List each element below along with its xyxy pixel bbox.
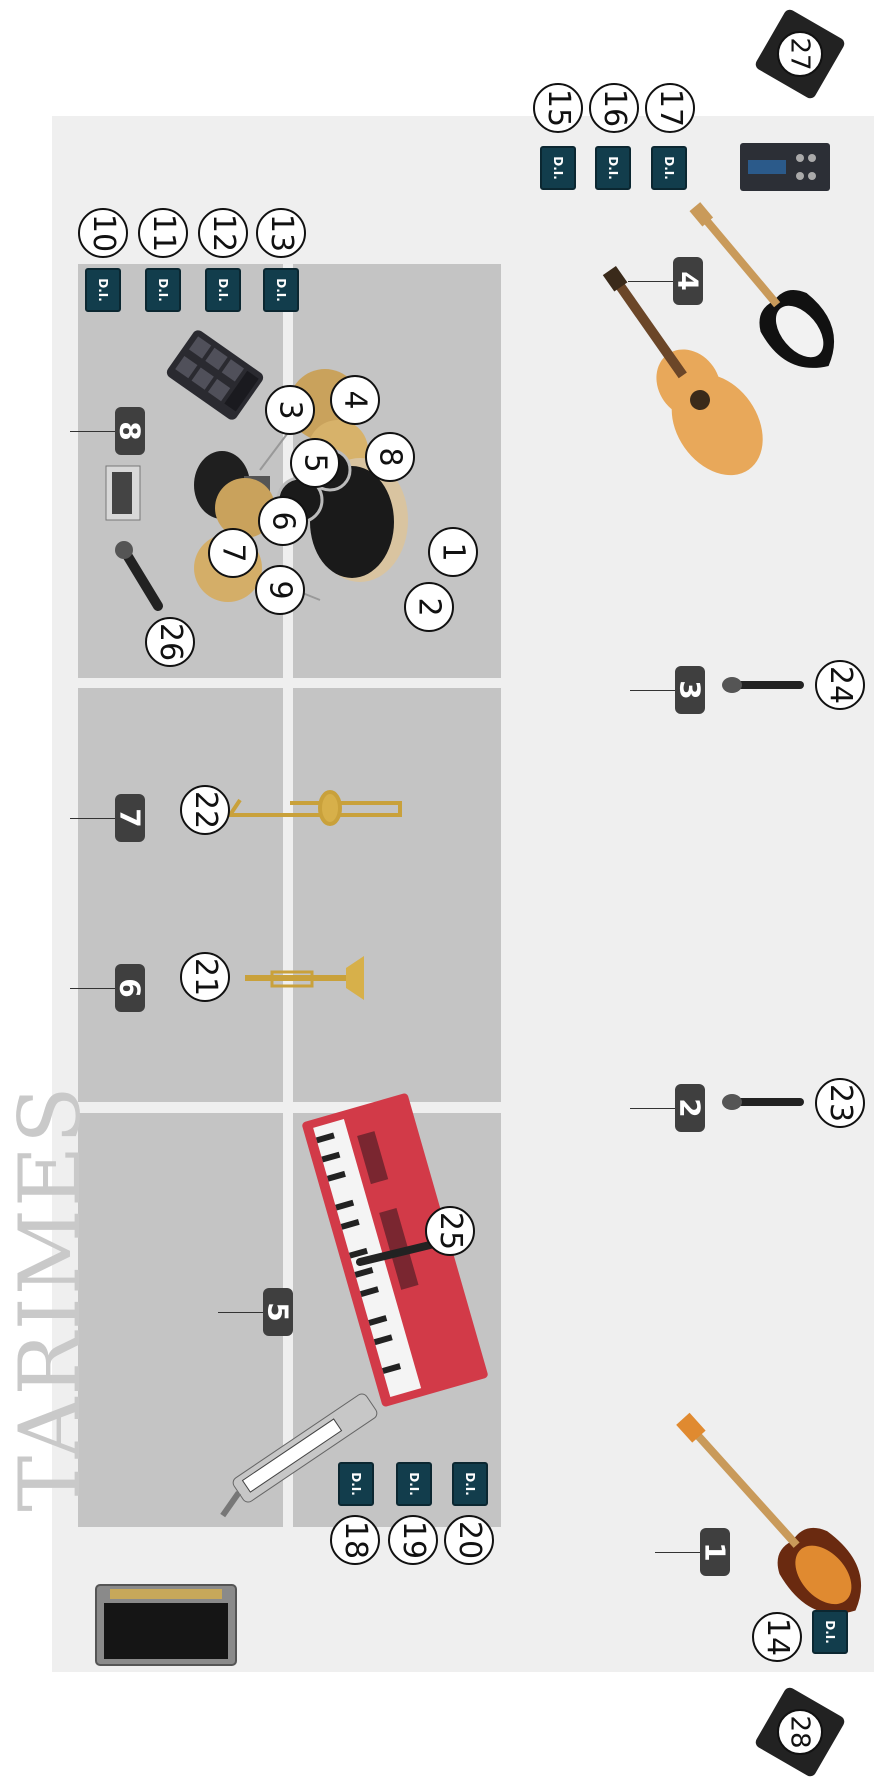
iem-pack-3: 3 (675, 666, 705, 714)
handheld-mic-icon (115, 541, 158, 606)
input-18: 18 (330, 1515, 380, 1565)
input-6: 6 (258, 496, 308, 546)
input-14: 14 (752, 1612, 802, 1662)
input-24: 24 (815, 660, 865, 710)
input-25: 25 (425, 1206, 475, 1256)
input-11: 11 (138, 208, 188, 258)
di-box-18: D.I. (338, 1462, 374, 1506)
input-16: 16 (589, 83, 639, 133)
iem-pack-2: 2 (675, 1084, 705, 1132)
di-box-12: D.I. (205, 268, 241, 312)
input-9: 9 (255, 565, 305, 615)
iem-pack-7: 7 (115, 794, 145, 842)
laptop-icon (106, 466, 140, 520)
di-box-19: D.I. (396, 1462, 432, 1506)
input-17: 17 (645, 83, 695, 133)
input-1: 1 (428, 527, 478, 577)
input-23: 23 (815, 1078, 865, 1128)
input-8: 8 (365, 432, 415, 482)
input-10: 10 (78, 208, 128, 258)
road-case-icon (96, 1585, 236, 1665)
input-13: 13 (256, 208, 306, 258)
input-5: 5 (290, 438, 340, 488)
drum-pad-icon (165, 328, 266, 422)
iem-pack-6: 6 (115, 964, 145, 1012)
di-box-16: D.I. (595, 146, 631, 190)
trumpet-icon (245, 956, 364, 1000)
vocal-mic-icon-24 (722, 677, 800, 693)
input-26: 26 (145, 617, 195, 667)
di-box-20: D.I. (452, 1462, 488, 1506)
di-box-17: D.I. (651, 146, 687, 190)
iem-pack-4: 4 (673, 257, 703, 305)
input-21: 21 (180, 952, 230, 1002)
input-2: 2 (404, 582, 454, 632)
iem-pack-5: 5 (263, 1288, 293, 1336)
di-box-14: D.I. (812, 1610, 848, 1654)
input-15: 15 (533, 83, 583, 133)
input-20: 20 (444, 1515, 494, 1565)
di-box-13: D.I. (263, 268, 299, 312)
input-22: 22 (180, 785, 230, 835)
input-7: 7 (208, 528, 258, 578)
di-box-15: D.I. (540, 146, 576, 190)
input-12: 12 (198, 208, 248, 258)
di-box-11: D.I. (145, 268, 181, 312)
input-4: 4 (330, 375, 380, 425)
input-19: 19 (388, 1515, 438, 1565)
iem-pack-8: 8 (115, 407, 145, 455)
iem-pack-1: 1 (700, 1528, 730, 1576)
trombone-icon (228, 792, 400, 824)
input-3: 3 (265, 385, 315, 435)
pedalboard-icon (740, 143, 830, 191)
bass-guitar-icon (657, 1396, 875, 1634)
vocal-mic-icon-23 (722, 1094, 800, 1110)
di-box-10: D.I. (85, 268, 121, 312)
